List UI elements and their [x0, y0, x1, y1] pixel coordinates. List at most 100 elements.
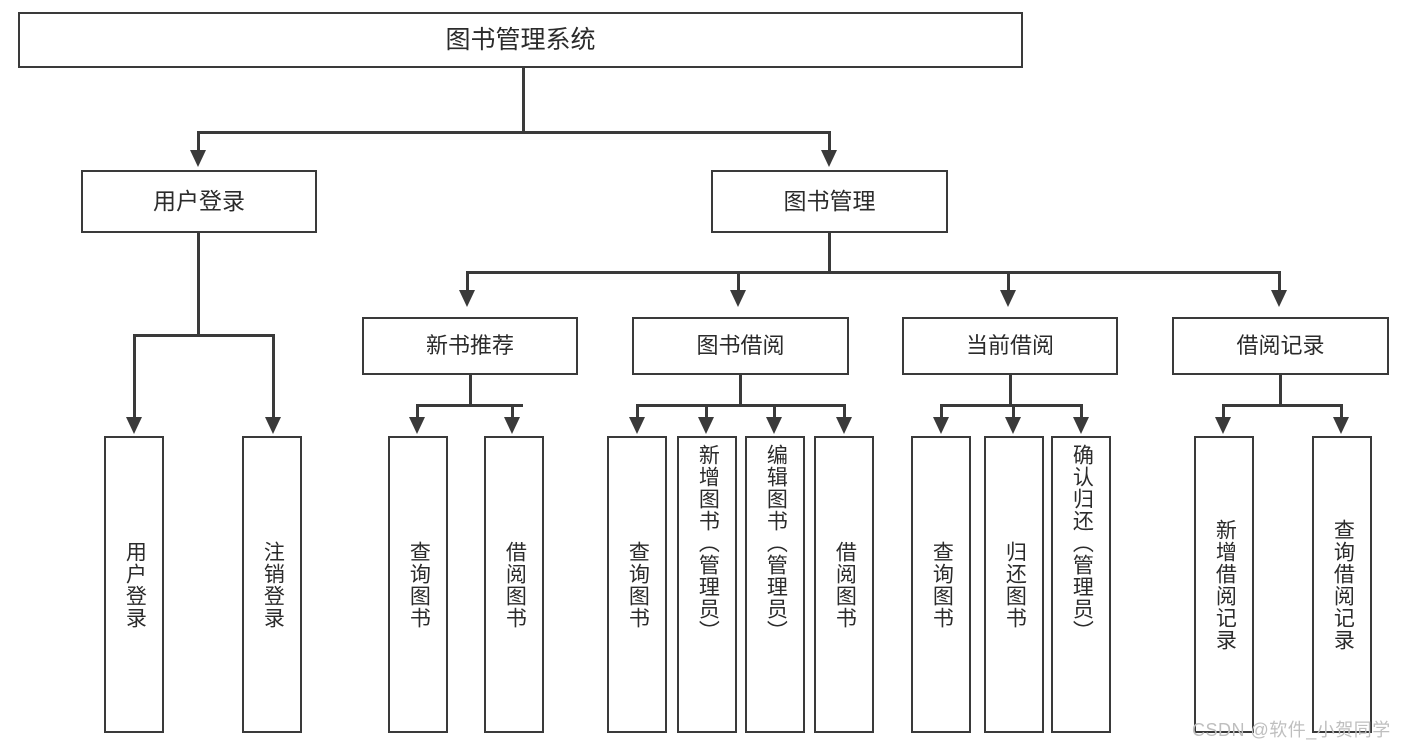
connector-new-rec-bus [416, 404, 523, 407]
connector-current-drop-1 [940, 404, 943, 419]
leaf-query-borrow-record[interactable]: 查询借阅记录 [1312, 436, 1372, 733]
connector-book-borrow-drop-3 [773, 404, 776, 419]
leaf-add-borrow-record[interactable]: 新增借阅记录 [1194, 436, 1254, 733]
arrow-to-leaf-borrow-book-2 [836, 417, 852, 434]
node-label: 新增借阅记录 [1213, 518, 1237, 651]
node-label: 当前借阅 [965, 333, 1054, 359]
leaf-return-book[interactable]: 归还图书 [984, 436, 1044, 733]
connector-lvl3-drop-1 [466, 271, 469, 293]
connector-root-bus [197, 131, 830, 134]
leaf-content: 注销登录 [244, 438, 300, 731]
node-label: 编辑图书（管理员） [764, 444, 788, 642]
arrow-to-book-manage [821, 150, 837, 167]
node-label: 确认归还（管理员） [1070, 444, 1094, 642]
arrow-to-leaf-logout [265, 417, 281, 434]
node-label: 借阅图书 [833, 540, 857, 629]
node-label: 查询图书 [407, 540, 431, 629]
leaf-content: 查询图书 [913, 438, 969, 731]
leaf-query-book-current[interactable]: 查询图书 [911, 436, 971, 733]
leaf-edit-book-admin[interactable]: 编辑图书（管理员） [745, 436, 805, 733]
connector-book-borrow-drop-4 [843, 404, 846, 419]
connector-lvl3-drop-3 [1007, 271, 1010, 293]
connector-book-manage-stem [828, 233, 831, 273]
leaf-query-book-recommend[interactable]: 查询图书 [388, 436, 448, 733]
arrow-to-leaf-add-record [1215, 417, 1231, 434]
connector-book-borrow-drop-1 [636, 404, 639, 419]
node-label: 归还图书 [1003, 540, 1027, 629]
connector-user-login-bus [133, 334, 275, 337]
leaf-content: 借阅图书 [816, 438, 872, 731]
arrow-to-borrow-records [1271, 290, 1287, 307]
leaf-query-book-borrow[interactable]: 查询图书 [607, 436, 667, 733]
connector-current-borrow-stem [1009, 375, 1012, 407]
connector-current-borrow-bus [940, 404, 1082, 407]
node-label: 用户登录 [153, 188, 245, 215]
leaf-content: 查询图书 [390, 438, 446, 731]
arrow-to-leaf-return-book [1005, 417, 1021, 434]
arrow-to-user-login [190, 150, 206, 167]
node-current-borrow[interactable]: 当前借阅 [902, 317, 1118, 375]
node-label: 用户登录 [123, 540, 147, 629]
leaf-borrow-book-recommend[interactable]: 借阅图书 [484, 436, 544, 733]
node-label: 新增图书（管理员） [696, 444, 720, 642]
node-book-borrow[interactable]: 图书借阅 [632, 317, 849, 375]
node-book-management[interactable]: 图书管理 [711, 170, 948, 233]
connector-records-drop-2 [1340, 404, 1343, 419]
arrow-to-leaf-query-book-3 [933, 417, 949, 434]
connector-root-drop-left [197, 131, 200, 153]
connector-records-drop-1 [1222, 404, 1225, 419]
node-label: 借阅图书 [503, 540, 527, 629]
node-label: 图书管理 [783, 188, 876, 215]
leaf-content: 确认归还（管理员） [1053, 438, 1109, 737]
connector-user-login-stem [197, 233, 200, 337]
connector-book-manage-bus [466, 271, 1281, 274]
leaf-user-login[interactable]: 用户登录 [104, 436, 164, 733]
connector-current-drop-2 [1012, 404, 1015, 419]
leaf-content: 查询图书 [609, 438, 665, 731]
leaf-content: 查询借阅记录 [1314, 438, 1370, 731]
node-root-book-management-system[interactable]: 图书管理系统 [18, 12, 1023, 68]
leaf-content: 编辑图书（管理员） [747, 438, 803, 737]
connector-new-rec-drop-2 [511, 404, 514, 419]
connector-root-drop-right [828, 131, 831, 153]
arrow-to-leaf-edit-book [766, 417, 782, 434]
leaf-content: 归还图书 [986, 438, 1042, 731]
arrow-to-leaf-query-book-1 [409, 417, 425, 434]
connector-root-stem [522, 68, 525, 133]
connector-new-rec-drop-1 [416, 404, 419, 419]
node-label: 查询借阅记录 [1331, 518, 1355, 651]
leaf-content: 用户登录 [106, 438, 162, 731]
connector-book-borrow-drop-2 [705, 404, 708, 419]
arrow-to-current-borrow [1000, 290, 1016, 307]
arrow-to-leaf-add-book [698, 417, 714, 434]
node-label: 图书管理系统 [445, 25, 596, 54]
node-borrow-records[interactable]: 借阅记录 [1172, 317, 1389, 375]
connector-book-borrow-stem [739, 375, 742, 407]
leaf-content: 新增借阅记录 [1196, 438, 1252, 731]
connector-current-drop-3 [1080, 404, 1083, 419]
connector-user-login-drop-1 [133, 334, 136, 419]
node-user-login[interactable]: 用户登录 [81, 170, 317, 233]
connector-user-login-drop-2 [272, 334, 275, 419]
arrow-to-leaf-borrow-book-1 [504, 417, 520, 434]
leaf-borrow-book[interactable]: 借阅图书 [814, 436, 874, 733]
node-new-book-recommend[interactable]: 新书推荐 [362, 317, 578, 375]
node-label: 借阅记录 [1236, 333, 1325, 359]
leaf-confirm-return-admin[interactable]: 确认归还（管理员） [1051, 436, 1111, 733]
arrow-to-leaf-query-book-2 [629, 417, 645, 434]
node-label: 查询图书 [626, 540, 650, 629]
node-label: 新书推荐 [425, 333, 514, 359]
arrow-to-leaf-confirm-return [1073, 417, 1089, 434]
arrow-to-new-recommend [459, 290, 475, 307]
connector-book-borrow-bus [636, 404, 845, 407]
connector-new-rec-stem [469, 375, 472, 407]
connector-borrow-records-bus [1222, 404, 1342, 407]
node-label: 注销登录 [261, 540, 285, 629]
node-label: 查询图书 [930, 540, 954, 629]
leaf-logout[interactable]: 注销登录 [242, 436, 302, 733]
connector-lvl3-drop-4 [1278, 271, 1281, 293]
watermark-text: CSDN @软件_小贺同学 [1192, 720, 1391, 740]
connector-borrow-records-stem [1279, 375, 1282, 407]
leaf-add-book-admin[interactable]: 新增图书（管理员） [677, 436, 737, 733]
